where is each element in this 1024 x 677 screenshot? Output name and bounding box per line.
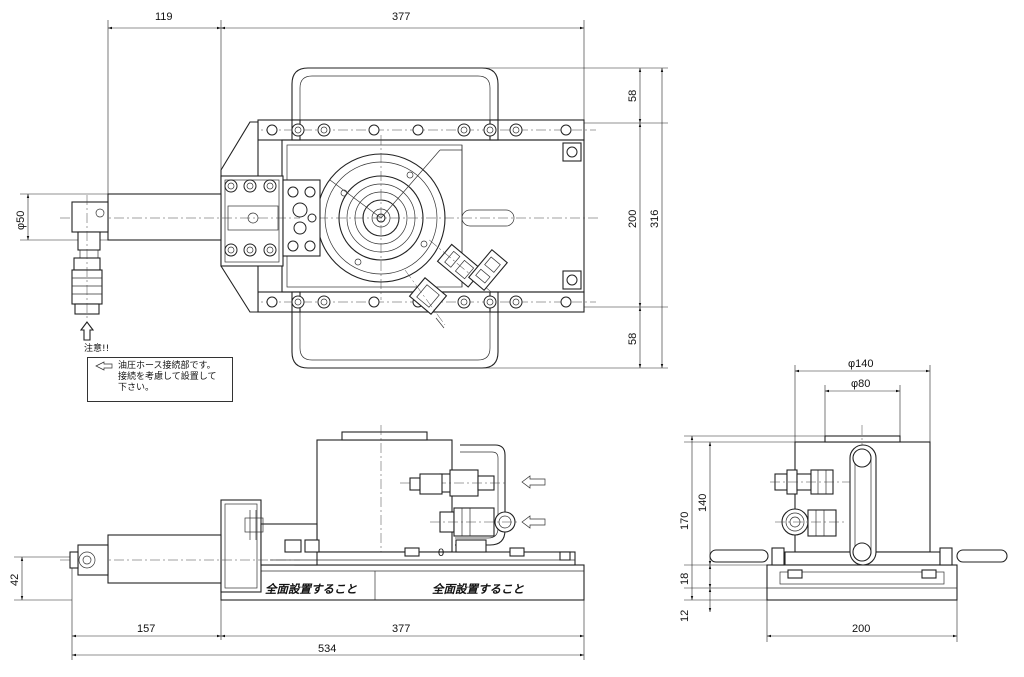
note-line-3: 下さい。 bbox=[118, 383, 155, 393]
dim-42: 42 bbox=[9, 574, 21, 586]
dim-157: 157 bbox=[137, 623, 155, 635]
dim-58-top: 58 bbox=[627, 90, 639, 102]
note-heading: 注意!! bbox=[84, 344, 110, 354]
arrow-right-icon bbox=[95, 361, 113, 371]
dim-316: 316 bbox=[649, 210, 661, 228]
dim-377-front: 377 bbox=[392, 623, 410, 635]
dim-377-top: 377 bbox=[392, 11, 410, 23]
dim-58-bottom: 58 bbox=[627, 333, 639, 345]
dim-phi50: φ50 bbox=[15, 211, 27, 230]
top-view bbox=[20, 20, 668, 369]
install-label-left: 全面設置すること bbox=[265, 582, 357, 596]
dim-534: 534 bbox=[318, 643, 336, 655]
note-line-1: 油圧ホース接続部です。 bbox=[118, 361, 216, 371]
dim-170: 170 bbox=[679, 512, 691, 530]
front-view bbox=[14, 425, 585, 660]
dim-200-right: 200 bbox=[627, 210, 639, 228]
note-line-2: 接続を考慮して設置して bbox=[118, 372, 217, 382]
note-box bbox=[87, 357, 233, 402]
dim-phi140: φ140 bbox=[848, 358, 874, 370]
port-mark: 0 bbox=[438, 547, 444, 559]
dim-12: 12 bbox=[679, 610, 691, 622]
dim-200-side: 200 bbox=[852, 623, 870, 635]
dim-119: 119 bbox=[155, 11, 173, 23]
dim-18: 18 bbox=[679, 573, 691, 585]
install-label-right: 全面設置すること bbox=[432, 582, 524, 596]
dim-140: 140 bbox=[697, 494, 709, 512]
side-view bbox=[684, 365, 1008, 642]
dim-phi80: φ80 bbox=[851, 378, 870, 390]
